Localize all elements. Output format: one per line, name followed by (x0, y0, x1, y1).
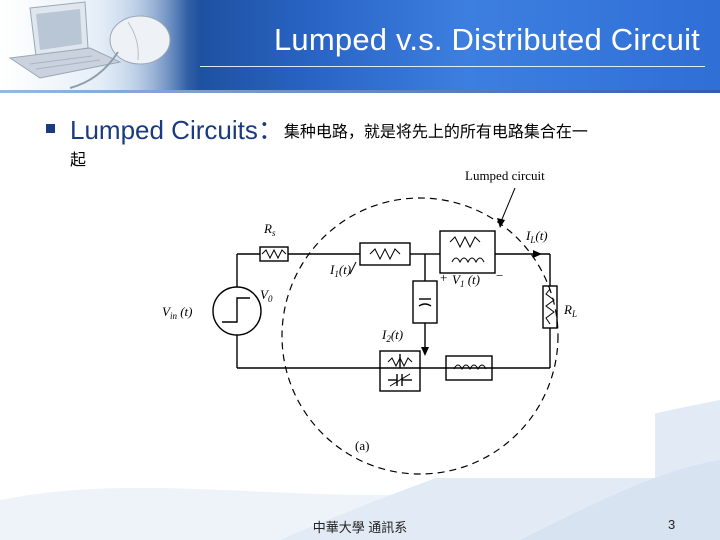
il-label: I (525, 228, 531, 243)
svg-text:Rs: Rs (263, 221, 276, 238)
page-number: 3 (668, 517, 676, 532)
shunt-capacitor-box (412, 280, 438, 324)
v0-label: V (260, 287, 270, 302)
svg-text:I2(t): I2(t) (381, 327, 403, 344)
v1-label-sub: 1 (460, 279, 465, 289)
lumped-boundary-circle (281, 197, 559, 475)
vin-label-arg: (t) (177, 304, 193, 319)
vin-label: V (162, 304, 172, 319)
svg-text:Vin (t): Vin (t) (162, 304, 193, 321)
header-divider (0, 90, 720, 93)
i2-label: I (381, 327, 387, 342)
rs-label: R (263, 221, 272, 236)
bullet-description: 集种电路，就是将先上的所有电路集合在一 (283, 124, 588, 141)
bullet-description-continued: 起 (70, 152, 87, 169)
circuit-diagram: Lumped circuit Rs I1(t) IL(t) + V1 (t) −… (162, 168, 577, 475)
svg-text:IL(t): IL(t) (525, 228, 548, 245)
i1-label: I (329, 262, 335, 277)
v1-label-arg: (t) (464, 272, 480, 287)
v1-label: V (452, 272, 462, 287)
il-label-sub: L (529, 235, 535, 245)
plus-sign: + (440, 270, 447, 285)
svg-text:V1 (t): V1 (t) (452, 272, 480, 289)
laptop-mouse-photo (0, 0, 200, 90)
svg-text:I1(t): I1(t) (329, 262, 351, 279)
il-label-arg: (t) (535, 228, 547, 243)
figure-caption: (a) (355, 438, 369, 453)
bullet-square-icon (46, 124, 55, 133)
svg-text:V0: V0 (260, 287, 273, 304)
rl-label-sub: L (571, 309, 577, 319)
load-resistor-rl (542, 285, 558, 329)
title-underline (200, 66, 705, 67)
i2-label-sub: 2 (386, 334, 391, 344)
vin-label-sub: in (170, 311, 178, 321)
lumped-circuit-figure: Lumped circuit Rs I1(t) IL(t) + V1 (t) −… (150, 156, 655, 478)
bottom-rc-box (379, 350, 421, 392)
rl-label: R (563, 302, 572, 317)
lumped-circuit-label: Lumped circuit (465, 168, 545, 183)
footer-department: 中華大學 通訊系 (312, 520, 408, 535)
svg-text:RL: RL (563, 302, 577, 319)
laptop-mouse-icon (8, 1, 171, 89)
bottom-inductor-box (445, 355, 493, 381)
i1-label-sub: 1 (334, 269, 339, 279)
rs-label-sub: s (272, 228, 276, 238)
i2-label-arg: (t) (391, 327, 403, 342)
parallel-rl-box (439, 230, 496, 274)
v0-label-sub: 0 (268, 294, 273, 304)
slide-title: Lumped v.s. Distributed Circuit (273, 22, 700, 57)
bullet-heading: Lumped Circuits： (70, 115, 284, 145)
i1-label-arg: (t) (339, 262, 351, 277)
minus-sign: − (496, 268, 503, 283)
slide-header: Lumped v.s. Distributed Circuit (0, 0, 720, 90)
series-resistor-box (359, 242, 411, 266)
